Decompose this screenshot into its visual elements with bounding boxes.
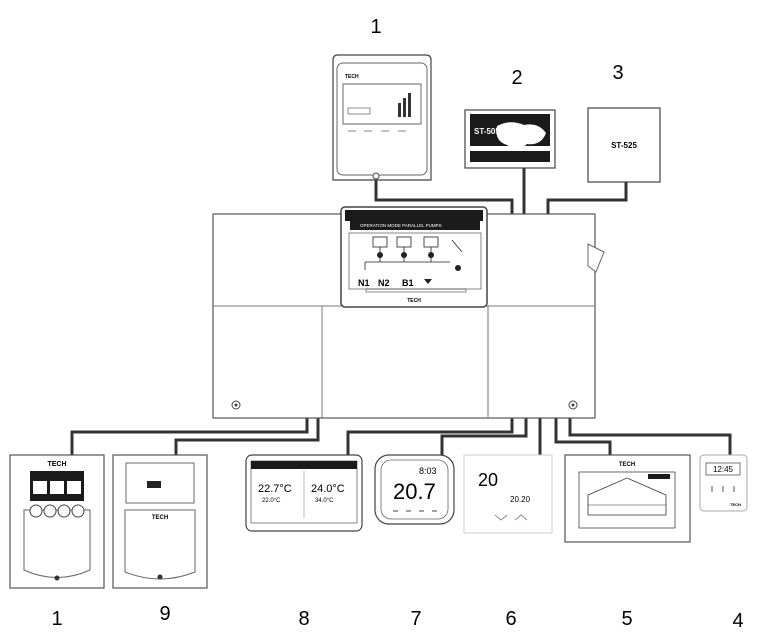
thermo7-temp: 20.7 [393, 479, 436, 504]
bottom-device-9: TECH [112, 454, 208, 589]
label-top-3: 3 [612, 62, 623, 84]
controller-brand: TECH [407, 298, 421, 304]
device9-brand: TECH [152, 515, 168, 521]
top-panel-brand: TECH [345, 74, 359, 80]
device5-brand: TECH [619, 462, 635, 468]
gsm-module-3: ST-525 [587, 107, 661, 183]
panel4-display: 12:45 [713, 465, 734, 474]
label-bottom-7: 7 [410, 608, 421, 630]
thermo6-temp: 20 [478, 470, 498, 490]
label-bottom-9: 9 [159, 603, 170, 625]
bottom-device-1: TECH [9, 454, 105, 589]
bottom-device-5: TECH [564, 454, 691, 543]
label-bottom-8: 8 [298, 608, 309, 630]
wire-bottom-8 [346, 418, 514, 455]
connection-wires [70, 168, 732, 455]
label-bottom-5: 5 [621, 608, 632, 630]
svg-text:OPERATION MODE PARALLEL PUMPS: OPERATION MODE PARALLEL PUMPS [360, 223, 442, 228]
wire-bottom-9 [174, 418, 320, 455]
bottom-device-4: 12:45 TECH [699, 454, 748, 512]
thermo8-sub2: 34.0°C [315, 498, 334, 504]
thermo6-sub: 20.20 [510, 495, 531, 504]
thermo8-sub1: 22.0°C [262, 498, 281, 504]
internet-module-2: ST-505 [464, 109, 556, 169]
wire-bottom-7 [440, 418, 528, 455]
main-controller: OPERATION MODE PARALLEL PUMPS N1 N2 B1 T… [212, 206, 605, 419]
label-bottom-1: 1 [51, 608, 62, 630]
device1-brand: TECH [47, 461, 66, 468]
zone-label-b1: B1 [402, 278, 414, 288]
zone-arrow-icon [424, 279, 432, 284]
internet-module-text: ST-505 [474, 127, 500, 136]
wire-gsm-module [546, 182, 628, 214]
panel4-brand: TECH [730, 502, 741, 507]
label-top-1: 1 [370, 16, 381, 38]
thermo7-time: 8:03 [419, 466, 437, 476]
wire-bottom-5 [554, 418, 612, 455]
wire-top-panel [374, 180, 514, 214]
label-bottom-6: 6 [505, 608, 516, 630]
label-bottom-4: 4 [732, 610, 743, 632]
top-panel-1: TECH [332, 54, 432, 181]
label-top-2: 2 [511, 67, 522, 89]
wire-bottom-4 [568, 418, 732, 455]
bottom-device-8: 22.7°C 22.0°C 24.0°C 34.0°C [245, 454, 363, 532]
zone-label-n2: N2 [378, 278, 390, 288]
bottom-device-6: 20 20.20 [463, 454, 553, 534]
wire-bottom-1 [70, 418, 309, 455]
thermo8-temp2: 24.0°C [311, 483, 345, 495]
bottom-device-7: 8:03 20.7 [374, 454, 455, 525]
zone-label-n1: N1 [358, 278, 370, 288]
gsm-module-text: ST-525 [611, 141, 637, 150]
thermo8-temp1: 22.7°C [258, 483, 292, 495]
